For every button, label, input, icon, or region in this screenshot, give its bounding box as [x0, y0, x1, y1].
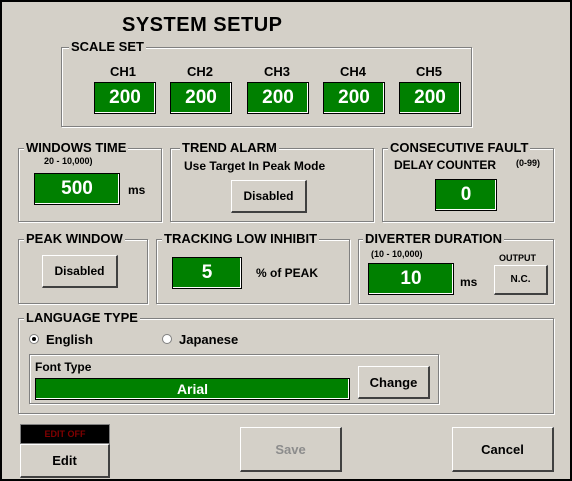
ch5-label: CH5: [416, 64, 443, 79]
font-type-label: Font Type: [35, 360, 92, 374]
edit-status-indicator: EDIT OFF: [20, 424, 110, 444]
ch2-label: CH2: [187, 64, 214, 79]
scale-set-group: [61, 47, 472, 127]
windows-time-field[interactable]: 500: [34, 173, 120, 205]
trend-alarm-label: TREND ALARM: [180, 140, 279, 155]
save-button[interactable]: Save: [240, 427, 342, 472]
trend-alarm-button[interactable]: Disabled: [231, 180, 307, 213]
font-type-group: [29, 354, 439, 404]
delay-counter-label: DELAY COUNTER: [394, 158, 497, 172]
tracking-low-inhibit-field[interactable]: 5: [172, 257, 242, 289]
english-radio[interactable]: [29, 334, 39, 344]
ch3-scale-field[interactable]: 200: [247, 82, 309, 114]
ch5-scale-field[interactable]: 200: [399, 82, 461, 114]
windows-time-range: 20 - 10,000): [44, 156, 93, 166]
japanese-label: Japanese: [179, 332, 239, 347]
font-type-field: Arial: [35, 378, 350, 400]
page-title: SYSTEM SETUP: [122, 14, 283, 36]
diverter-duration-unit: ms: [460, 275, 478, 289]
ch2-scale-field[interactable]: 200: [170, 82, 232, 114]
tracking-low-inhibit-unit: % of PEAK: [256, 266, 319, 280]
change-font-button[interactable]: Change: [358, 366, 430, 399]
language-type-group: [18, 318, 554, 414]
ch4-scale-field[interactable]: 200: [323, 82, 385, 114]
edit-button[interactable]: Edit: [20, 444, 110, 478]
tracking-low-inhibit-label: TRACKING LOW INHIBIT: [162, 231, 320, 246]
output-button[interactable]: N.C.: [494, 265, 548, 295]
language-type-label: LANGUAGE TYPE: [24, 310, 140, 325]
japanese-radio[interactable]: [162, 334, 172, 344]
output-label: OUTPUT: [499, 253, 536, 263]
english-label: English: [46, 332, 93, 347]
diverter-duration-field[interactable]: 10: [368, 263, 454, 295]
diverter-duration-range: (10 - 10,000): [371, 249, 423, 259]
ch4-label: CH4: [340, 64, 367, 79]
trend-alarm-description: Use Target In Peak Mode: [184, 159, 326, 173]
diverter-duration-label: DIVERTER DURATION: [363, 231, 504, 246]
peak-window-button[interactable]: Disabled: [42, 255, 118, 288]
scale-set-label: SCALE SET: [69, 39, 146, 54]
peak-window-label: PEAK WINDOW: [24, 231, 125, 246]
ch3-label: CH3: [264, 64, 291, 79]
ch1-label: CH1: [110, 64, 137, 79]
delay-counter-field[interactable]: 0: [435, 179, 497, 211]
consecutive-fault-label: CONSECUTIVE FAULT: [388, 140, 531, 155]
windows-time-label: WINDOWS TIME: [24, 140, 129, 155]
windows-time-unit: ms: [128, 183, 146, 197]
cancel-button[interactable]: Cancel: [452, 427, 554, 472]
delay-counter-range: (0-99): [516, 158, 541, 168]
ch1-scale-field[interactable]: 200: [94, 82, 156, 114]
